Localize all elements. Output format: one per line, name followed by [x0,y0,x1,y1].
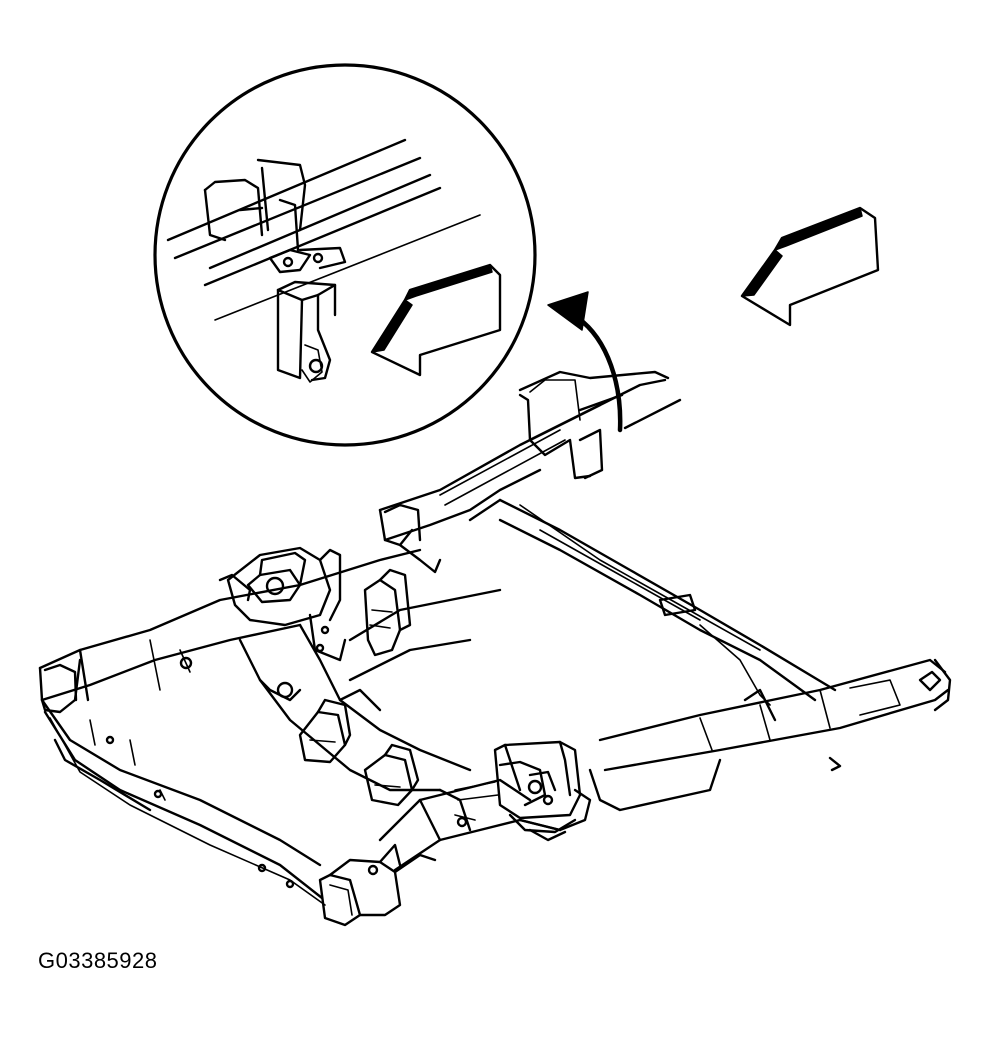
center-diagonal-arm [378,778,592,872]
right-engine-mount [454,740,582,842]
detail-frame-rail [166,138,481,321]
front-corner-bracket [318,843,437,927]
figure-id-label: G03385928 [38,948,158,973]
left-suspension-bracket [363,568,412,657]
curved-callout-arrow-icon [547,291,623,433]
lower-mount-bracket-center [363,743,420,807]
rear-frame-rail [378,370,682,574]
front-crossmember [40,698,326,906]
inner-control-arm [238,588,502,792]
rear-crossmember [468,498,837,722]
detail-view-circle [153,63,537,447]
right-frame-rail [588,658,952,812]
direction-arrow-icon [370,263,502,377]
left-frame-rail [38,548,422,714]
frame-assembly [38,370,952,927]
view-direction-arrow-icon [740,206,880,327]
left-engine-mount [226,546,347,662]
detail-mount-bracket [203,158,347,383]
lower-mount-bracket-left [298,698,352,764]
